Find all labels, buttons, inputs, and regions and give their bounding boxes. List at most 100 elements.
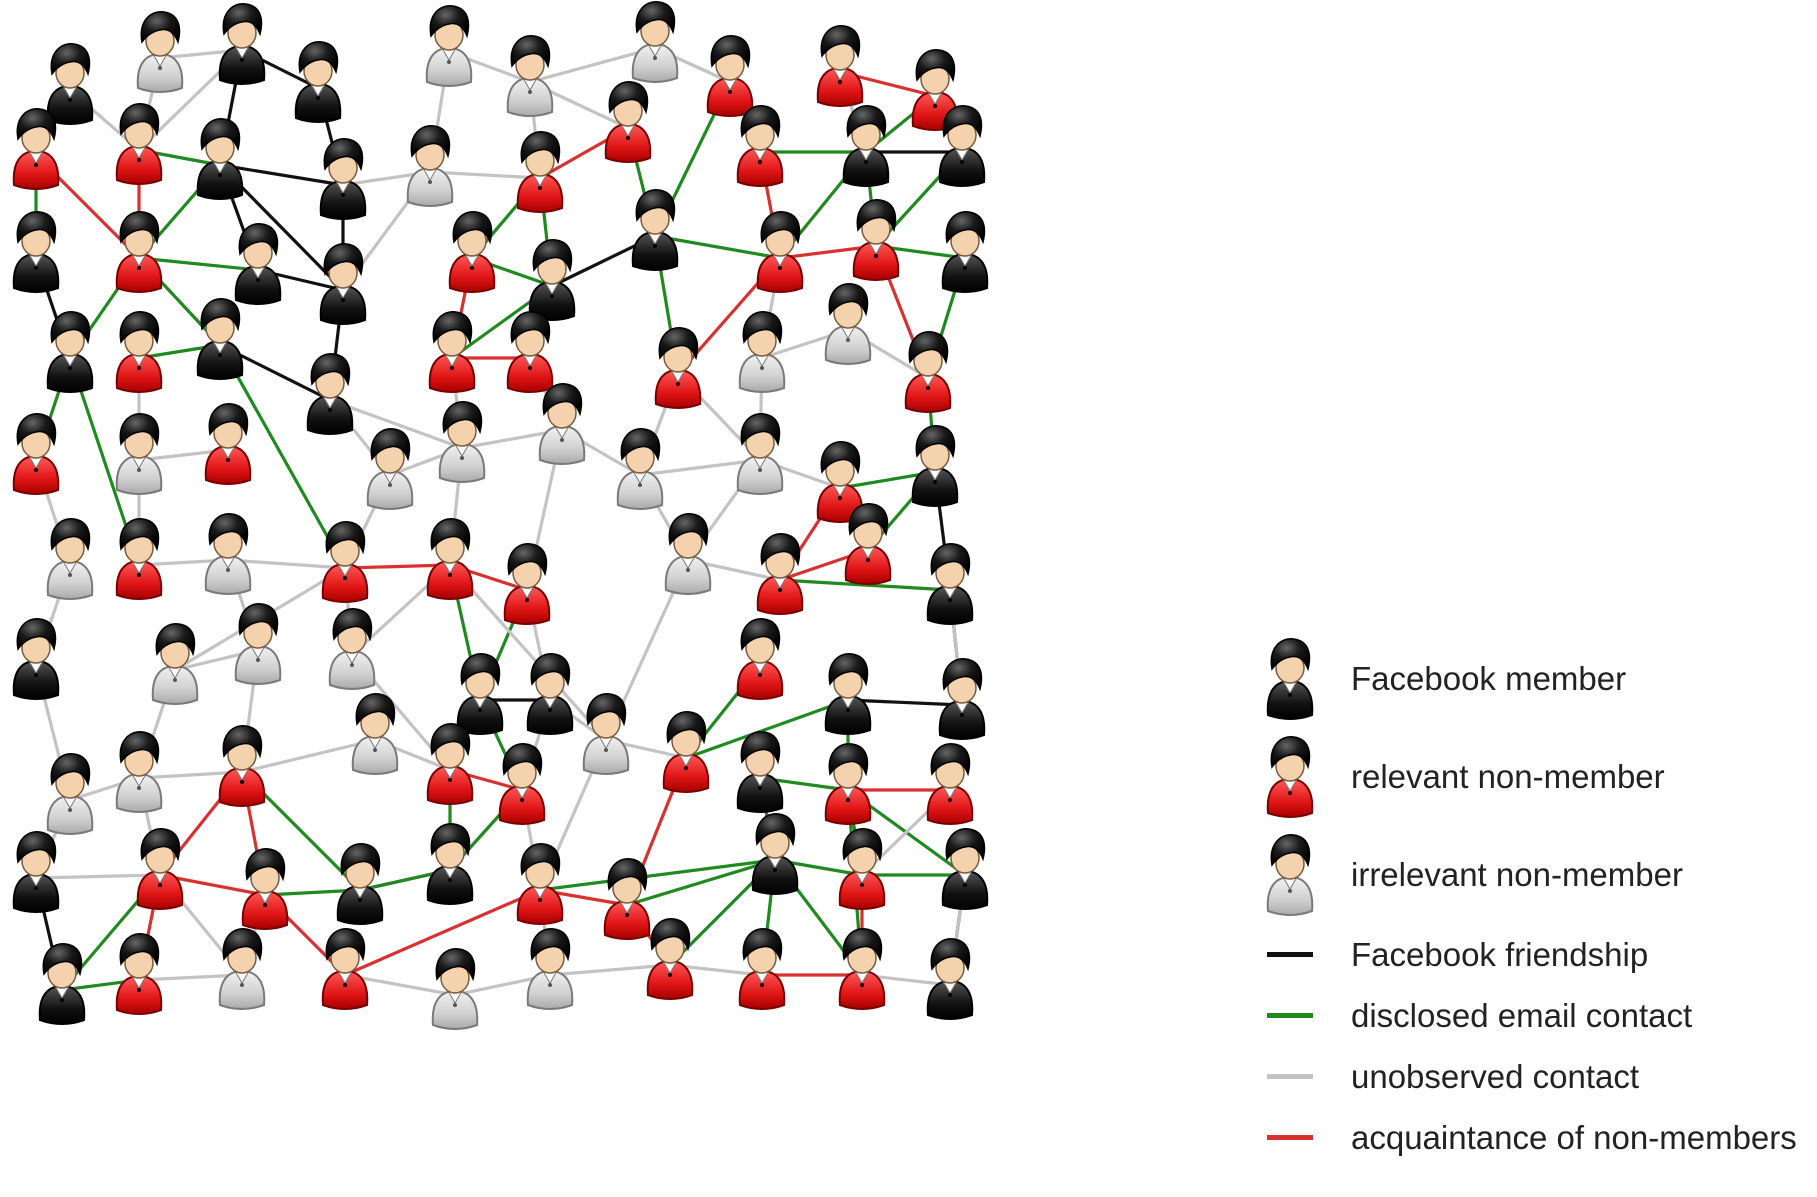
member-person-icon — [926, 543, 974, 625]
irrelevant-person-icon — [506, 35, 554, 117]
relevant-person-icon — [1266, 736, 1314, 818]
legend: Facebook member relevant non-member irre… — [1255, 630, 1815, 1168]
irrelevant-person-icon — [824, 283, 872, 365]
member-person-icon — [306, 353, 354, 435]
legend-label: Facebook friendship — [1351, 935, 1649, 973]
irrelevant-person-icon — [115, 413, 163, 495]
relevant-person-icon — [498, 743, 546, 825]
irrelevant-person-icon — [438, 401, 486, 483]
unobserved-edge — [344, 973, 456, 997]
legend-label: irrelevant non-member — [1351, 856, 1683, 893]
irrelevant-person-icon — [234, 603, 282, 685]
relevant-person-icon — [736, 105, 784, 187]
email-edge — [654, 234, 781, 260]
relevant-person-icon — [115, 933, 163, 1015]
relevant-person-icon — [204, 403, 252, 485]
relevant-person-icon — [136, 828, 184, 910]
irrelevant-person-icon — [664, 513, 712, 595]
irrelevant-person-icon — [631, 1, 679, 83]
relevant-person-icon — [448, 211, 496, 293]
relevant-person-icon — [816, 441, 864, 523]
email-edge — [264, 888, 361, 897]
legend-item-relevant: relevant non-member — [1255, 728, 1815, 826]
relevant-person-icon — [12, 108, 60, 190]
relevant-person-icon — [516, 843, 564, 925]
member-person-icon — [938, 658, 986, 740]
unobserved-edge — [138, 770, 243, 780]
member-person-icon — [196, 118, 244, 200]
email-line-swatch — [1267, 1013, 1313, 1018]
irrelevant-person-icon — [425, 5, 473, 87]
relevant-person-icon — [218, 725, 266, 807]
friendship-edge — [219, 163, 344, 187]
acquaintance-edge — [344, 888, 541, 977]
legend-label: disclosed email contact — [1351, 996, 1693, 1034]
member-person-icon — [336, 843, 384, 925]
relevant-person-icon — [756, 211, 804, 293]
member-person-icon — [824, 653, 872, 735]
email-edge — [138, 256, 259, 272]
relevant-person-icon — [506, 311, 554, 393]
relevant-person-icon — [756, 533, 804, 615]
irrelevant-person-icon — [46, 518, 94, 600]
relevant-person-icon — [824, 743, 872, 825]
relevant-person-icon — [115, 211, 163, 293]
member-person-icon — [294, 41, 342, 123]
relevant-person-icon — [115, 103, 163, 185]
member-person-icon — [911, 425, 959, 507]
irrelevant-person-icon — [151, 623, 199, 705]
member-person-icon — [319, 243, 367, 325]
member-person-icon — [46, 43, 94, 125]
email-edge — [626, 858, 776, 907]
member-person-icon — [528, 239, 576, 321]
irrelevant-person-icon — [46, 753, 94, 835]
unobserved-edge — [448, 563, 608, 742]
irrelevant-person-icon — [738, 311, 786, 393]
member-person-icon — [941, 211, 989, 293]
relevant-person-icon — [736, 618, 784, 700]
member-person-icon — [234, 223, 282, 305]
relevant-person-icon — [516, 131, 564, 213]
friendship-line-swatch — [1267, 952, 1313, 957]
irrelevant-person-icon — [406, 125, 454, 207]
relevant-person-icon — [426, 723, 474, 805]
legend-item-email: disclosed email contact — [1255, 985, 1815, 1046]
relevant-person-icon — [838, 928, 886, 1010]
member-person-icon — [456, 653, 504, 735]
irrelevant-person-icon — [582, 693, 630, 775]
legend-item-acquaintance: acquaintance of non-members — [1255, 1107, 1815, 1168]
irrelevant-person-icon — [218, 928, 266, 1010]
unobserved-edge — [227, 558, 346, 570]
relevant-person-icon — [706, 35, 754, 117]
member-person-icon — [526, 653, 574, 735]
unobserved-edge — [529, 46, 656, 84]
irrelevant-person-icon — [204, 513, 252, 595]
acquaintance-edge — [344, 563, 451, 570]
nodes-layer — [12, 1, 989, 1030]
unobserved-edge — [329, 398, 463, 450]
relevant-person-icon — [654, 327, 702, 409]
relevant-person-icon — [12, 413, 60, 495]
relevant-person-icon — [926, 743, 974, 825]
member-person-icon — [1266, 638, 1314, 720]
relevant-person-icon — [816, 25, 864, 107]
email-edge — [779, 578, 951, 592]
irrelevant-person-icon — [431, 948, 479, 1030]
member-person-icon — [941, 828, 989, 910]
unobserved-edge — [549, 963, 671, 977]
relevant-person-icon — [1266, 736, 1314, 818]
relevant-person-icon — [738, 928, 786, 1010]
member-person-icon — [319, 138, 367, 220]
relevant-person-icon — [426, 518, 474, 600]
member-person-icon — [218, 3, 266, 85]
member-person-icon — [12, 618, 60, 700]
unobserved-edge — [639, 458, 761, 477]
irrelevant-person-icon — [136, 11, 184, 93]
irrelevant-person-icon — [736, 413, 784, 495]
legend-item-irrelevant: irrelevant non-member — [1255, 826, 1815, 924]
member-person-icon — [631, 189, 679, 271]
acquaintance-line-swatch — [1267, 1135, 1313, 1140]
member-person-icon — [926, 938, 974, 1020]
email-edge — [218, 344, 347, 569]
irrelevant-person-icon — [366, 428, 414, 510]
